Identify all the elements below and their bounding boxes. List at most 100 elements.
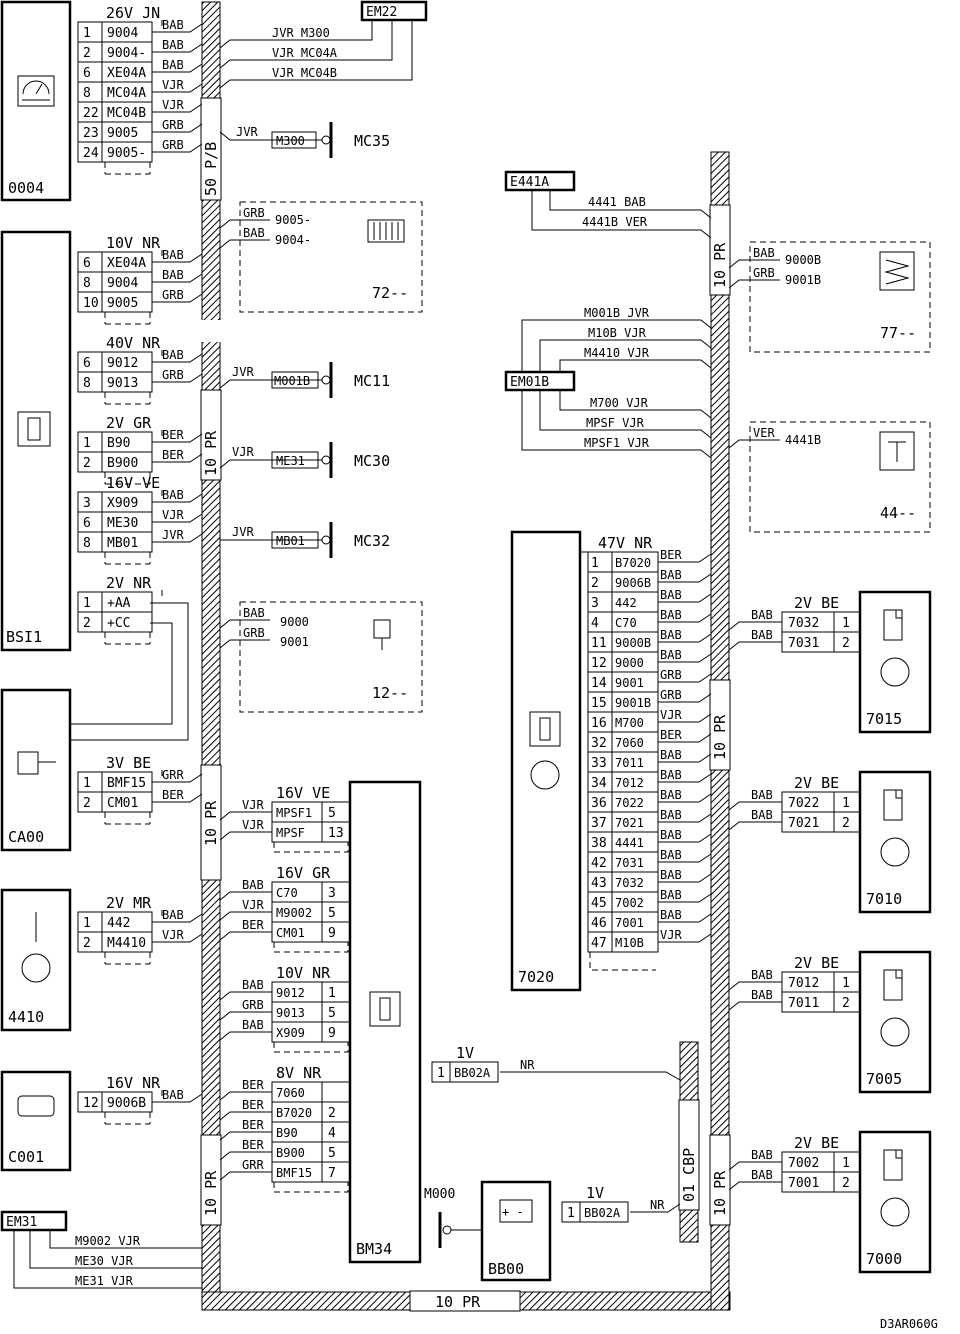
module-0004[interactable]: 0004 xyxy=(0,0,72,202)
kbm8nr-pin-1: 2 xyxy=(328,1106,336,1121)
k7020-wire-3: BAB xyxy=(660,608,682,622)
connector-kbsi2nr[interactable]: 2V NR1+AA2+CC xyxy=(77,574,163,645)
k7020-pin-19: 47 xyxy=(591,936,607,951)
k7020-id-19: M10B xyxy=(615,936,644,950)
k7020-wire-10: BAB xyxy=(660,748,682,762)
k7020-id-7: 9001B xyxy=(615,696,651,710)
k0004-wire-5: GRB xyxy=(162,118,184,132)
k7020-pin-9: 32 xyxy=(591,736,607,751)
kbm16gr-id-1: M9002 xyxy=(276,906,312,920)
ground-e441a[interactable]: E441A xyxy=(504,170,576,192)
kca00-id-1: CM01 xyxy=(107,796,138,811)
k4410-pin-0: 1 xyxy=(83,916,91,931)
k7020-pin-10: 33 xyxy=(591,756,607,771)
k7015-pin-1: 2 xyxy=(842,636,850,651)
module-7015[interactable]: 7015 xyxy=(858,590,932,734)
k7020-wire-14: BAB xyxy=(660,828,682,842)
kbsi2gr-header: 2V GR xyxy=(106,414,152,432)
bus-label-cbp: 01 CBP xyxy=(680,1148,698,1202)
ground-em01b[interactable]: EM01B xyxy=(504,370,576,392)
group-72[interactable]: GRB 9005- BAB 9004- 72-- xyxy=(219,201,423,313)
group-12[interactable]: BAB 9000 GRB 9001 12-- xyxy=(219,601,423,713)
k7020-id-15: 7031 xyxy=(615,856,644,870)
mc11-wire-id: M001B xyxy=(274,374,310,388)
k7020-id-9: 7060 xyxy=(615,736,644,750)
bus-label-mid-left: 10 PR xyxy=(202,430,220,476)
k7020-id-14: 4441 xyxy=(615,836,644,850)
kbsi2nr-id-1: +CC xyxy=(107,616,130,631)
kbm10nr-id-2: X909 xyxy=(276,1026,305,1040)
kbsi16-header: 16V VE xyxy=(106,474,160,492)
k0004-id-4: MC04B xyxy=(107,106,146,121)
ground-mc30[interactable]: VJR ME31 MC30 xyxy=(219,442,390,478)
ground-mc11[interactable]: JVR M001B MC11 xyxy=(219,362,390,398)
k7005-header: 2V BE xyxy=(794,954,839,972)
module-4410[interactable]: 4410 xyxy=(0,888,72,1032)
kbsi10-pin-1: 8 xyxy=(83,276,91,291)
group-44[interactable]: VER 4441B 44-- xyxy=(728,421,931,533)
ground-em31[interactable]: EM31 xyxy=(0,1210,68,1232)
g12-color-2: GRB xyxy=(243,626,265,640)
module-bb00[interactable]: + - BB00 xyxy=(480,1180,552,1282)
module-bsi1[interactable]: BSI1 xyxy=(0,230,72,652)
k7020-id-13: 7021 xyxy=(615,816,644,830)
kbsi16-id-1: ME30 xyxy=(107,516,138,531)
k7020-wire-2: BAB xyxy=(660,588,682,602)
kbsi16-id-2: MB01 xyxy=(107,536,138,551)
kbb1v-header: 1V xyxy=(586,1184,604,1202)
kca00-wire-0: GRR xyxy=(162,768,184,782)
module-bm34[interactable]: BM34 xyxy=(348,780,422,1264)
kbb1v-pin-0: 1 xyxy=(567,1206,575,1221)
k7020-wire-17: BAB xyxy=(660,888,682,902)
ground-em22[interactable]: EM22 xyxy=(360,0,428,22)
kbsi10-wire-2: GRB xyxy=(162,288,184,302)
em22-wire-3: VJR MC04B xyxy=(272,66,337,80)
module-c001[interactable]: C001 xyxy=(0,1070,72,1172)
kbsi2nr-pin-0: 1 xyxy=(83,596,91,611)
k7020-wire-12: BAB xyxy=(660,788,682,802)
module-7005[interactable]: 7005 xyxy=(858,950,932,1094)
module-7000[interactable]: 7000 xyxy=(858,1130,932,1274)
module-7010[interactable]: 7010 xyxy=(858,770,932,914)
kbsi2nr-pin-1: 2 xyxy=(83,616,91,631)
kbm16gr-pin-0: 3 xyxy=(328,886,336,901)
ground-m000[interactable]: M000 xyxy=(424,1187,482,1248)
kc001-pin-0: 12 xyxy=(83,1096,99,1111)
k0004-id-3: MC04A xyxy=(107,86,146,101)
footer-code: D3AR060G xyxy=(880,1317,938,1331)
k7005-id-1: 7011 xyxy=(788,996,819,1011)
k7020-pin-1: 2 xyxy=(591,576,599,591)
k7020-wire-1: BAB xyxy=(660,568,682,582)
kbm8nr-wire-2: BER xyxy=(242,1118,264,1132)
ground-mc32[interactable]: JVR MB01 MC32 xyxy=(220,522,390,558)
group-77[interactable]: BAB 9000B GRB 9001B 77-- xyxy=(728,241,931,353)
module-7020[interactable]: 7020 xyxy=(510,530,582,992)
kbsi10-id-2: 9005 xyxy=(107,296,138,311)
module-ca00[interactable]: CA00 xyxy=(0,688,72,852)
label-ca00: CA00 xyxy=(8,828,44,846)
k7020-id-11: 7012 xyxy=(615,776,644,790)
label-7005: 7005 xyxy=(866,1070,902,1088)
ground-mc35[interactable]: JVR M300 MC35 xyxy=(219,122,390,158)
k7020-pin-13: 37 xyxy=(591,816,607,831)
kbm10nr-id-0: 9012 xyxy=(276,986,305,1000)
